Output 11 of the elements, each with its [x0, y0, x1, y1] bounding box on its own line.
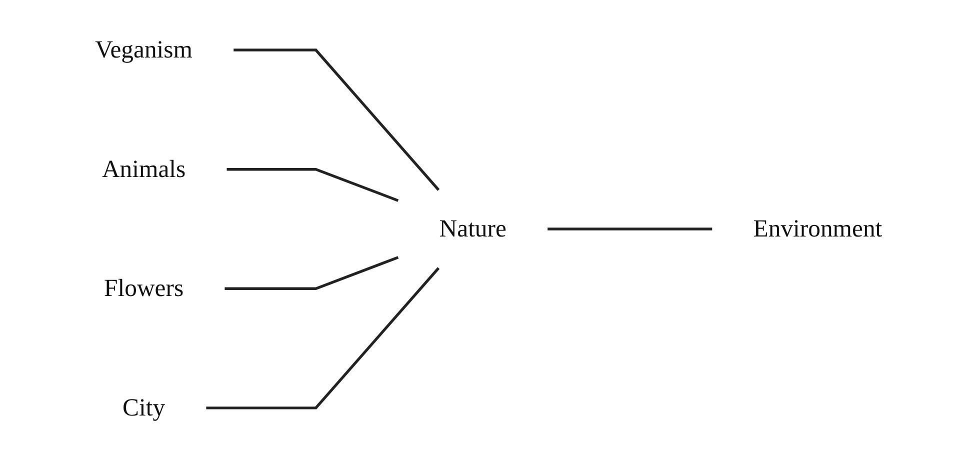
connector [224, 256, 398, 290]
node-text: Nature [439, 214, 506, 242]
node-text: Animals [102, 154, 186, 182]
connector [206, 267, 440, 410]
node-text: Veganism [94, 36, 192, 64]
connector [233, 48, 440, 191]
node-text: Environment [753, 214, 882, 242]
node-text: City [122, 394, 165, 421]
connector [547, 228, 712, 230]
connector [226, 168, 398, 202]
node-text: Flowers [104, 274, 184, 302]
